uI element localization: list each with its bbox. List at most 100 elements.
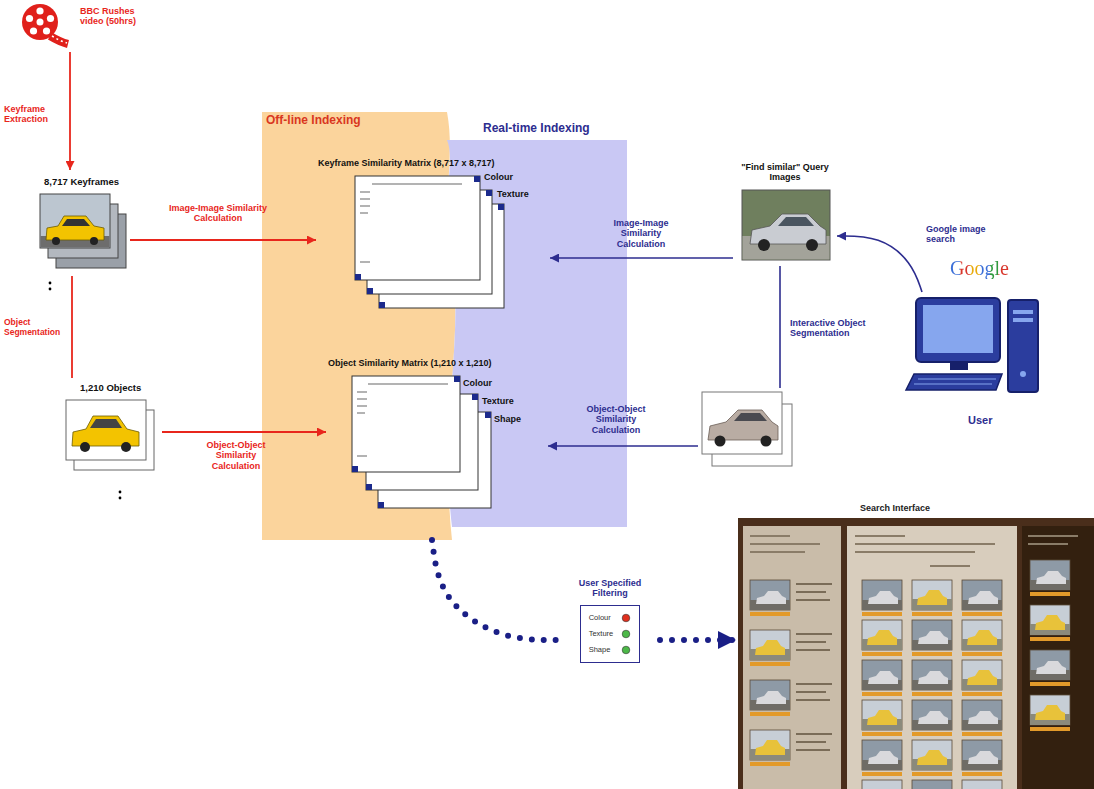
segmented-car-images	[734, 413, 767, 421]
search-interface-screenshot	[962, 780, 1002, 789]
film-reel-icon	[36, 7, 43, 14]
search-interface-screenshot	[912, 700, 952, 736]
keyframe-thumbnails	[52, 237, 60, 245]
search-interface-screenshot	[862, 780, 902, 789]
filter-option: Shape	[589, 645, 611, 654]
object-thumbnails	[90, 419, 122, 428]
search-interface-screenshot	[1030, 605, 1070, 641]
object-similarity-matrix: Object Similarity Matrix (1,210 x 1,210)…	[326, 356, 548, 514]
keyframe-similarity-matrix: Keyframe Similarity Matrix (8,717 x 8,71…	[316, 156, 550, 311]
flow-arrow	[130, 239, 316, 241]
search-interface-screenshot	[1030, 560, 1070, 596]
film-reel-icon	[43, 27, 50, 34]
query-image: "Find similar" Query Images	[733, 160, 837, 266]
object-matrix-sheets	[366, 484, 372, 490]
flow-arrow	[162, 431, 326, 433]
segmented-car-images	[702, 392, 782, 454]
keyframe-matrix-sheets	[355, 176, 480, 280]
search-interface-screenshot	[862, 700, 902, 736]
search-interface-screenshot	[912, 620, 952, 656]
edge-label: Image-Image Similarity Calculation	[602, 218, 680, 249]
user-computer-icon	[916, 298, 1000, 362]
search-interface-screenshot	[1030, 695, 1070, 731]
keyframe-matrix-sheets	[360, 184, 462, 262]
keyframe-matrix-sheets	[367, 288, 373, 294]
logo-text: Google	[950, 257, 1009, 279]
object-matrix-sheets	[357, 384, 448, 456]
keyframe-thumbnails	[62, 219, 90, 226]
search-interface-screenshot	[862, 580, 902, 616]
search-interface-screenshot	[750, 730, 790, 766]
flow-arrow	[71, 276, 73, 378]
flow-arrow	[548, 445, 698, 447]
object-thumbnails	[121, 442, 131, 452]
set-label: 1,210 Objects	[80, 383, 141, 394]
continuation-dots	[49, 282, 52, 285]
user-node: User	[905, 292, 1047, 434]
search-interface-screenshot	[862, 660, 902, 696]
film-reel-icon	[22, 4, 68, 44]
toggle-dot	[622, 646, 630, 654]
keyframe-matrix-sheets	[355, 176, 504, 308]
feature-label: Colour	[463, 378, 492, 388]
matrix-title: Object Similarity Matrix (1,210 x 1,210)	[328, 358, 492, 368]
filter-row: Texture	[589, 629, 632, 639]
object-thumbnails	[66, 400, 154, 470]
segmented-object-image	[698, 388, 794, 478]
dotted-flow-connector	[432, 540, 560, 640]
filter-option: Colour	[589, 613, 611, 622]
user-computer-icon	[906, 374, 1002, 390]
search-interface-screenshot	[743, 526, 841, 789]
user-computer-icon	[950, 362, 968, 370]
user-computer-icon	[1020, 371, 1026, 377]
edge-label: Google image search	[926, 224, 1006, 245]
keyframe-thumbnails	[90, 237, 98, 245]
film-reel-icon	[37, 19, 44, 26]
feature-label: Texture	[497, 189, 529, 199]
segmented-car-images	[715, 436, 726, 447]
toggle-dot	[621, 629, 631, 639]
segmented-car-images	[761, 436, 772, 447]
user-computer-icon	[906, 298, 1038, 392]
realtime-region: Real-time Indexing	[452, 140, 627, 527]
region-title: Off-line Indexing	[266, 114, 361, 128]
user-computer-icon	[1013, 318, 1033, 322]
search-interface-screenshot	[750, 630, 790, 666]
keyframe-thumbnails	[40, 194, 126, 268]
film-reel-icon	[30, 27, 37, 34]
search-interface-screenshot	[796, 584, 832, 750]
keyframe-thumbnails	[46, 216, 104, 240]
edge-label: Keyframe Extraction	[4, 104, 66, 125]
keyframe-matrix-sheets	[474, 176, 480, 182]
search-interface-screenshot	[862, 740, 902, 776]
search-interface-screenshot	[738, 518, 1094, 789]
film-reel-icon	[50, 36, 68, 44]
query-car-photo	[750, 214, 826, 244]
object-matrix-sheets	[352, 376, 491, 508]
continuation-dots	[49, 288, 52, 291]
query-car-photo	[742, 190, 830, 260]
keyframe-matrix-sheets	[486, 190, 492, 196]
indexing-regions	[262, 112, 627, 540]
search-interface-screenshot	[962, 740, 1002, 776]
source-video: BBC Rushes video (50hrs)	[14, 0, 149, 52]
region-title: Real-time Indexing	[483, 122, 590, 136]
image-caption: "Find similar" Query Images	[735, 162, 835, 183]
object-matrix-sheets	[378, 502, 384, 508]
search-interface-screenshot	[962, 700, 1002, 736]
object-matrix-sheets	[472, 394, 478, 400]
search-interface-screenshot	[912, 580, 952, 616]
edge-label: Object Segmentation	[4, 318, 68, 338]
toggle-dot	[622, 630, 630, 638]
matrix-title: Keyframe Similarity Matrix (8,717 x 8,71…	[318, 158, 495, 168]
panel-title: Search Interface	[835, 503, 955, 513]
dotted-flow-connector	[660, 637, 736, 643]
object-thumbnails	[66, 400, 146, 460]
filter-row: Colour	[589, 613, 632, 623]
search-interface-screenshot	[750, 580, 790, 616]
segmented-car-images	[702, 392, 792, 466]
toggle-dot	[622, 614, 630, 622]
search-interface-screenshot	[912, 740, 952, 776]
edge-label: Object-Object Similarity Calculation	[194, 440, 278, 471]
